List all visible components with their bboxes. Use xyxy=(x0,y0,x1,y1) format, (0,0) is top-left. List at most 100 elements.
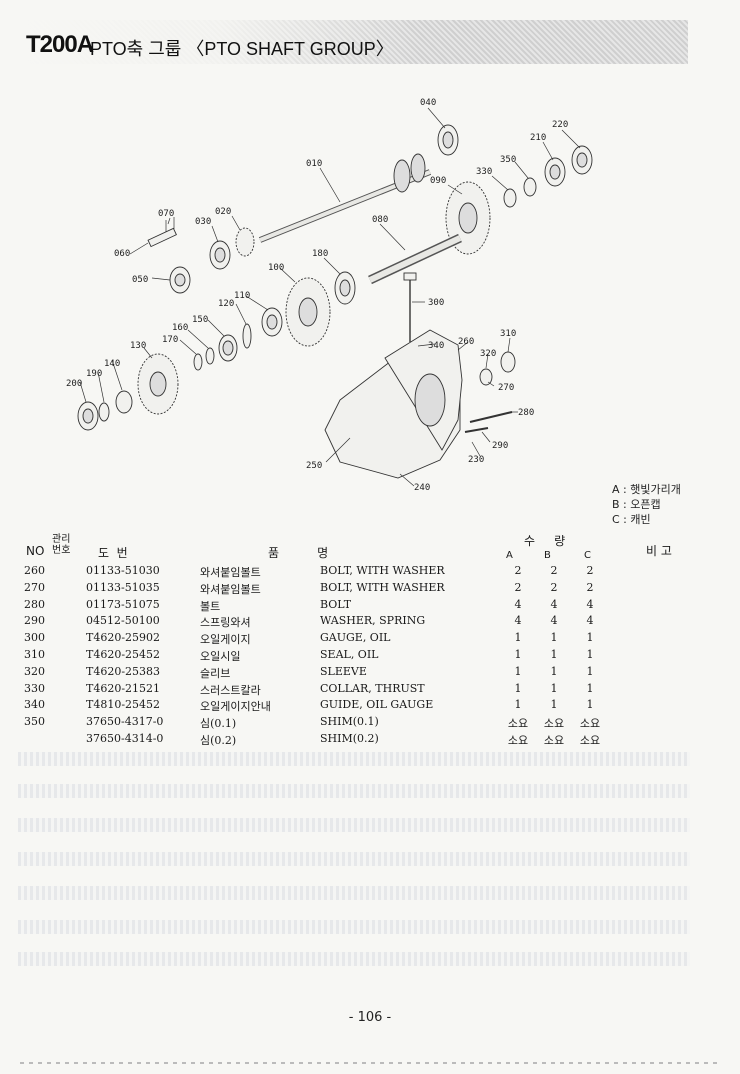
cell-no: 290 xyxy=(24,614,45,628)
col-mgmt-no: 관리 번호 xyxy=(52,534,71,556)
callout-130: 130 xyxy=(130,341,146,351)
callout-090: 090 xyxy=(430,176,446,186)
cell-name-kr: 오일게이지 xyxy=(200,633,251,647)
legend-item-a: A : 햇빛가리개 xyxy=(612,483,681,496)
cell-name-kr: 스러스트칼라 xyxy=(200,683,261,697)
col-name: 품 명 xyxy=(268,546,329,560)
spacer-160 xyxy=(205,347,215,365)
callout-300: 300 xyxy=(428,298,444,308)
cell-name-en: SHIM(0.2) xyxy=(320,731,379,745)
parts-table-header: NO 관리 번호 도 번 품 명 수 량 A B C 비 고 xyxy=(24,528,714,568)
collar-330 xyxy=(503,188,517,208)
cell-no: 270 xyxy=(24,580,45,594)
callout-330: 330 xyxy=(476,167,492,177)
cell-qty-c: 소요 xyxy=(579,717,601,731)
cell-qty-b: 4 xyxy=(550,614,558,628)
col-qty: 수 량 xyxy=(524,534,566,548)
cell-qty-a: 4 xyxy=(514,597,522,611)
cell-qty-a: 1 xyxy=(514,698,522,712)
callout-230: 230 xyxy=(468,455,484,465)
cell-name-en: SEAL, OIL xyxy=(320,647,379,661)
cell-qty-b: 소요 xyxy=(543,717,565,731)
exploded-parts-diagram: 040 220 210 350 330 090 010 070 020 030 … xyxy=(66,98,593,493)
cell-name-kr: 심(0.1) xyxy=(200,717,237,731)
cell-qty-a: 4 xyxy=(514,614,522,628)
group-title: PTO축 그룹 〈PTO SHAFT GROUP〉 xyxy=(90,39,394,59)
cell-no: 340 xyxy=(24,698,45,712)
callout-100: 100 xyxy=(268,263,284,273)
callout-210: 210 xyxy=(530,133,546,143)
cell-qty-b: 2 xyxy=(550,580,558,594)
callout-190: 190 xyxy=(86,369,102,379)
cell-name-kr: 심(0.2) xyxy=(200,733,237,747)
cell-no: 320 xyxy=(24,664,45,678)
cell-name-en: BOLT xyxy=(320,597,352,611)
callout-040: 040 xyxy=(420,98,436,108)
cell-part-no: 04512-50100 xyxy=(86,614,160,628)
callout-350: 350 xyxy=(500,155,516,165)
legend: A : 햇빛가리개 B : 오픈캡 C : 캐빈 xyxy=(612,482,681,527)
cell-qty-a: 소요 xyxy=(507,733,529,747)
callout-220: 220 xyxy=(552,120,568,130)
cell-name-en: SLEEVE xyxy=(320,664,367,678)
cell-part-no: T4620-21521 xyxy=(86,681,161,695)
cell-no: 330 xyxy=(24,681,45,695)
cell-part-no: T4810-25452 xyxy=(86,698,161,712)
cell-no: 260 xyxy=(24,564,45,577)
callout-340: 340 xyxy=(428,341,444,351)
callout-150: 150 xyxy=(192,315,208,325)
cell-no: 350 xyxy=(24,715,45,729)
cell-name-kr: 스프링와셔 xyxy=(200,616,251,630)
callout-200: 200 xyxy=(66,379,82,389)
gear-020 xyxy=(235,227,255,257)
cell-part-no: 01173-51075 xyxy=(86,597,160,611)
cell-qty-c: 2 xyxy=(586,580,594,594)
callout-030: 030 xyxy=(195,217,211,227)
cell-qty-b: 1 xyxy=(550,698,558,712)
callout-180: 180 xyxy=(312,249,328,259)
cell-part-no: 01133-51035 xyxy=(86,580,160,594)
cell-name-en: SHIM(0.1) xyxy=(320,715,379,729)
cell-name-en: COLLAR, THRUST xyxy=(320,681,425,695)
snap-ring-120 xyxy=(242,323,252,349)
sleeve-320 xyxy=(479,368,493,386)
callout-120: 120 xyxy=(218,299,234,309)
cell-qty-c: 1 xyxy=(586,647,594,661)
callout-010: 010 xyxy=(306,159,322,169)
cell-name-kr: 와셔붙임볼트 xyxy=(200,566,261,579)
cell-qty-b: 4 xyxy=(550,597,558,611)
legend-item-c: C : 캐빈 xyxy=(612,513,651,526)
ring-190 xyxy=(98,402,110,422)
callout-250: 250 xyxy=(306,461,322,471)
legend-item-b: B : 오픈캡 xyxy=(612,498,661,511)
callout-060: 060 xyxy=(114,249,130,259)
cell-qty-b: 1 xyxy=(550,647,558,661)
cell-name-kr: 오일시일 xyxy=(200,649,241,663)
callout-110: 110 xyxy=(234,291,250,301)
cell-qty-c: 1 xyxy=(586,664,594,678)
callout-020: 020 xyxy=(215,207,231,217)
callout-310: 310 xyxy=(500,329,516,339)
cell-qty-c: 4 xyxy=(586,614,594,628)
cell-qty-a: 1 xyxy=(514,631,522,645)
callout-170: 170 xyxy=(162,335,178,345)
cell-qty-b: 1 xyxy=(550,664,558,678)
cell-name-en: BOLT, WITH WASHER xyxy=(320,580,445,594)
cell-name-en: WASHER, SPRING xyxy=(320,614,426,628)
cell-qty-c: 4 xyxy=(586,597,594,611)
header-band xyxy=(20,20,688,64)
page-number: - 106 - xyxy=(348,1010,392,1025)
cell-part-no: T4620-25452 xyxy=(86,647,161,661)
callout-240: 240 xyxy=(414,483,430,493)
cell-qty-c: 1 xyxy=(586,698,594,712)
cell-qty-a: 소요 xyxy=(507,717,529,731)
cell-part-no: T4620-25902 xyxy=(86,631,161,645)
cell-name-kr: 슬리브 xyxy=(200,666,231,680)
col-no: NO xyxy=(26,544,45,558)
cell-no: 310 xyxy=(24,647,45,661)
table-row: 290 04512-50100 스프링와셔 WASHER, SPRING 4 4 4 xyxy=(24,614,714,631)
